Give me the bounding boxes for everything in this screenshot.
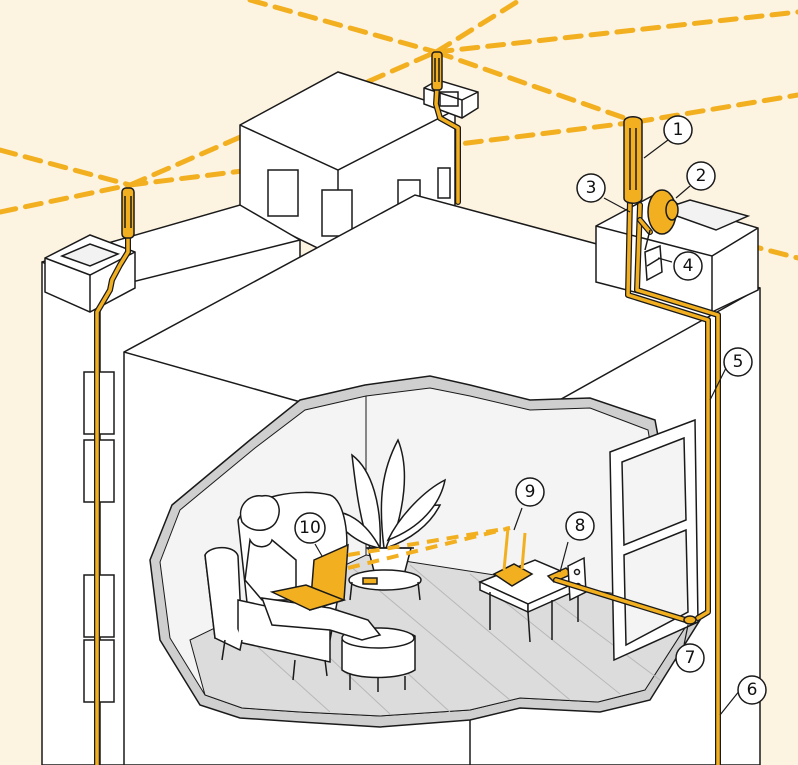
outdoor-antenna-icon bbox=[624, 117, 642, 204]
callout-10-label: 10 bbox=[299, 518, 321, 538]
callout-7: 7 bbox=[676, 644, 704, 672]
callout-2-label: 2 bbox=[696, 166, 707, 186]
callout-7-label: 7 bbox=[685, 648, 696, 668]
phone-icon bbox=[363, 578, 377, 584]
callout-8-label: 8 bbox=[575, 516, 586, 536]
person-hair bbox=[241, 496, 280, 531]
callout-4-label: 4 bbox=[683, 256, 694, 276]
callout-1: 1 bbox=[664, 116, 692, 144]
callout-1-label: 1 bbox=[673, 120, 684, 140]
callout-3-label: 3 bbox=[586, 178, 597, 198]
callout-3: 3 bbox=[577, 174, 605, 202]
wall-socket-icon bbox=[568, 558, 586, 600]
cable-entry-grommet bbox=[684, 616, 696, 624]
callout-10: 10 bbox=[295, 513, 325, 543]
rooftop-antenna-left bbox=[122, 188, 134, 238]
callout-4: 4 bbox=[674, 252, 702, 280]
callout-9: 9 bbox=[516, 478, 544, 506]
callout-8: 8 bbox=[566, 512, 594, 540]
callout-2: 2 bbox=[687, 162, 715, 190]
callout-5: 5 bbox=[724, 348, 752, 376]
callout-9-label: 9 bbox=[525, 482, 536, 502]
callout-6-label: 6 bbox=[747, 680, 758, 700]
callout-6: 6 bbox=[738, 676, 766, 704]
window-frame bbox=[610, 420, 698, 660]
callout-5-label: 5 bbox=[733, 352, 744, 372]
rooftop-antenna-back bbox=[432, 52, 442, 90]
